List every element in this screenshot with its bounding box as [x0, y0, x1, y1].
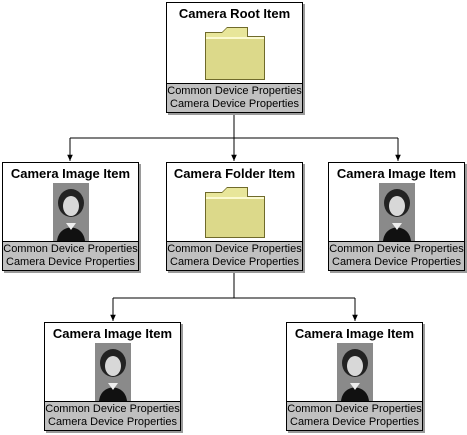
camera-root-item-node[interactable]: Camera Root Item Common Device Propertie… [166, 2, 303, 113]
node-title: Camera Image Item [336, 166, 457, 181]
camera-folder-item-node[interactable]: Camera Folder Item Common Device Propert… [166, 162, 303, 271]
node-properties: Common Device Properties Camera Device P… [329, 241, 464, 270]
property-line: Camera Device Properties [6, 256, 135, 268]
node-properties: Common Device Properties Camera Device P… [45, 401, 180, 430]
property-line: Camera Device Properties [170, 256, 299, 268]
photo-icon [52, 183, 89, 241]
node-title: Camera Image Item [10, 166, 131, 181]
photo-icon [336, 343, 373, 401]
camera-image-item-node-child-right[interactable]: Camera Image Item Common Device Properti… [286, 322, 423, 431]
node-title: Camera Folder Item [173, 166, 296, 181]
node-properties: Common Device Properties Camera Device P… [167, 241, 302, 270]
camera-image-item-node-left[interactable]: Camera Image Item Common Device Properti… [2, 162, 139, 271]
folder-icon [204, 187, 265, 238]
node-properties: Common Device Properties Camera Device P… [167, 83, 302, 112]
camera-image-item-node-child-left[interactable]: Camera Image Item Common Device Properti… [44, 322, 181, 431]
property-line: Camera Device Properties [332, 256, 461, 268]
node-title: Camera Image Item [294, 326, 415, 341]
node-title: Camera Image Item [52, 326, 173, 341]
folder-icon [204, 27, 265, 80]
property-line: Common Device Properties [3, 243, 138, 255]
node-title: Camera Root Item [178, 6, 291, 21]
property-line: Common Device Properties [287, 403, 422, 415]
photo-icon [94, 343, 131, 401]
property-line: Common Device Properties [329, 243, 464, 255]
photo-icon [378, 183, 415, 241]
property-line: Common Device Properties [45, 403, 180, 415]
camera-image-item-node-right[interactable]: Camera Image Item Common Device Properti… [328, 162, 465, 271]
property-line: Common Device Properties [167, 243, 302, 255]
node-properties: Common Device Properties Camera Device P… [3, 241, 138, 270]
property-line: Camera Device Properties [48, 416, 177, 428]
node-properties: Common Device Properties Camera Device P… [287, 401, 422, 430]
property-line: Camera Device Properties [170, 98, 299, 110]
property-line: Common Device Properties [167, 85, 302, 97]
property-line: Camera Device Properties [290, 416, 419, 428]
